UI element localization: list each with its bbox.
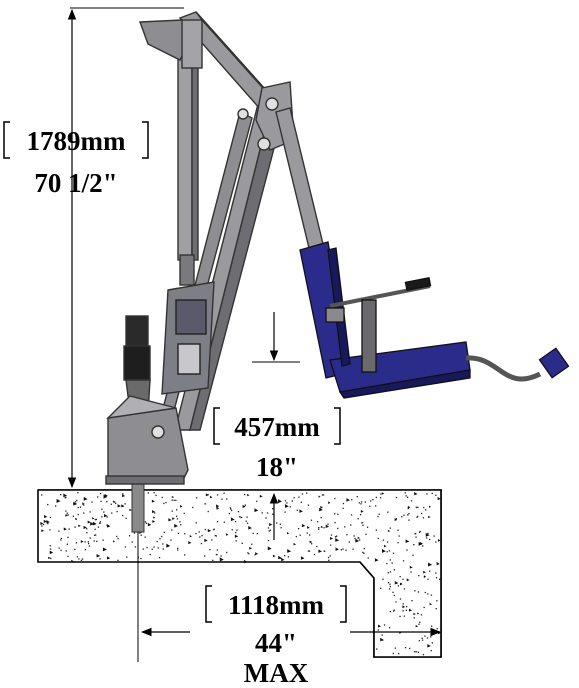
- height-metric-label: 1789mm: [27, 126, 126, 156]
- seat-height-imperial-label: 18": [256, 452, 298, 482]
- lift-frame: [105, 11, 325, 485]
- seat-height-metric-label: 457mm: [234, 412, 320, 442]
- height-imperial-label: 70 1/2": [34, 168, 117, 198]
- reach-imperial-label: 44": [255, 628, 297, 658]
- reach-dimension: 1118mm 44" MAX: [140, 585, 442, 688]
- anchor-post: [131, 483, 145, 533]
- seat-height-dimension: 457mm 18": [213, 312, 341, 540]
- concrete-deck: [37, 489, 442, 658]
- height-dimension: 1789mm 70 1/2": [3, 7, 184, 489]
- reach-metric-label: 1118mm: [228, 590, 325, 620]
- lift-seat: [299, 241, 570, 399]
- reach-max-label: MAX: [244, 658, 309, 688]
